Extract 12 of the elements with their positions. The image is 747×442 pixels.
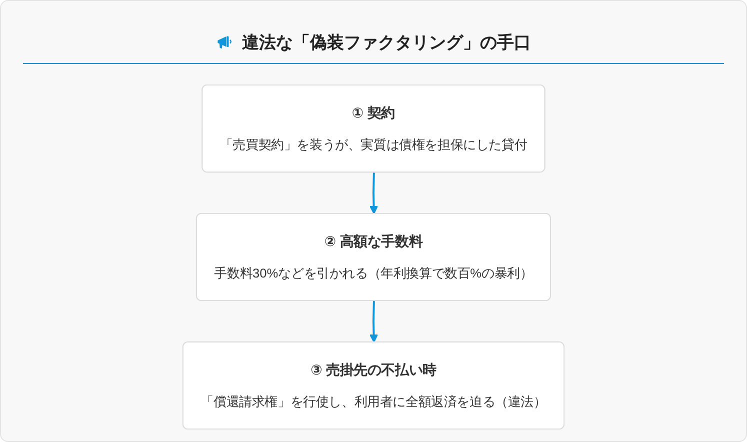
step-description: 手数料30%などを引かれる（年利換算で数百%の暴利） [214,266,533,280]
arrow [369,172,378,214]
step-heading: ① 契約 [352,104,396,122]
step-description: 「売買契約」を装うが、実質は債権を担保にした貸付 [220,137,528,152]
step-description: 「償還請求権」を行使し、利用者に全額返済を迫る（違法） [200,394,546,409]
step-box [196,212,551,302]
arrow [369,301,378,343]
step-heading: ② 高額な手数料 [324,232,423,251]
step-box [202,84,546,173]
title: 違法な「偽装ファクタリング」の手口 [242,32,531,54]
step-heading: ③ 売掛先の不払い時 [310,360,436,380]
step-box [182,341,564,430]
